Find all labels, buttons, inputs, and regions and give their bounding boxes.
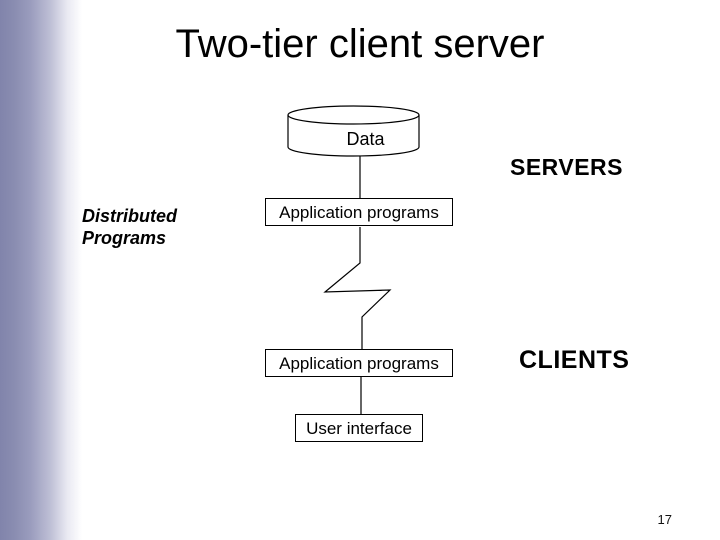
lightning-connector (323, 227, 392, 349)
application-programs-bottom-label: Application programs (279, 353, 439, 373)
distributed-programs-label: Distributed Programs (82, 206, 178, 248)
page-number: 17 (657, 512, 672, 527)
servers-label: SERVERS (510, 154, 624, 180)
user-interface-label: User interface (306, 418, 412, 438)
application-programs-box-bottom: Application programs (265, 349, 453, 377)
user-interface-box: User interface (295, 414, 423, 442)
database-cylinder-icon (287, 105, 420, 157)
clients-label: CLIENTS (519, 346, 630, 374)
application-programs-top-label: Application programs (279, 202, 439, 222)
application-programs-box-top: Application programs (265, 198, 453, 226)
page-title: Two-tier client server (175, 22, 545, 66)
sidebar-gradient-bar (0, 0, 82, 540)
data-store-label: Data (346, 129, 385, 149)
